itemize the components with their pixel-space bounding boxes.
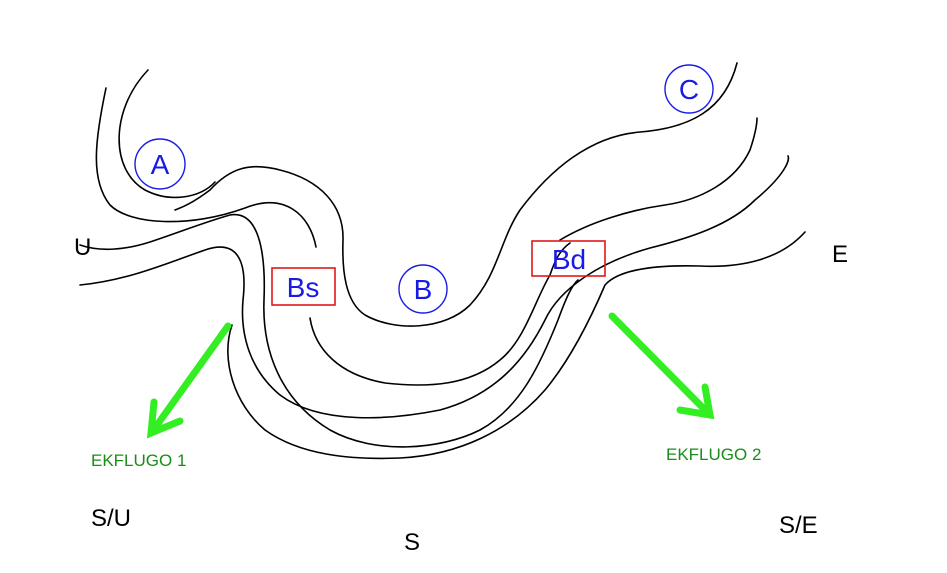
contour-line-7: [309, 242, 571, 386]
contour-line-8: [559, 117, 758, 241]
contour-line-6: [174, 62, 738, 327]
contour-line-2: [118, 69, 216, 199]
box-bs-text: Bs: [287, 272, 320, 303]
circle-a-outline: [134, 138, 186, 190]
contour-line-1: [95, 87, 317, 248]
arrow-2-head: [676, 383, 715, 420]
box-label-bd: Bd: [531, 240, 606, 277]
direction-s: S: [404, 529, 420, 556]
circle-c-outline: [664, 64, 714, 114]
box-bs-outline: [271, 267, 336, 306]
box-bd-outline: [531, 240, 606, 277]
box-label-bs: Bs: [271, 267, 336, 306]
arrow-1-head: [146, 398, 184, 439]
circle-c-text: C: [679, 74, 699, 105]
direction-e: E: [832, 241, 848, 268]
circle-label-a: A: [134, 138, 186, 190]
arrow-2-shaft: [608, 312, 713, 418]
direction-su: S/U: [91, 505, 131, 532]
direction-se: S/E: [779, 512, 818, 539]
contour-line-4: [79, 155, 790, 419]
arrow-ekflugo-1: [146, 322, 232, 439]
circle-b-text: B: [414, 274, 433, 305]
contour-line-5: [227, 231, 806, 460]
circle-a-text: A: [151, 149, 170, 180]
ekflugo-1-label: EKFLUGO 1: [91, 451, 186, 470]
circle-label-b: B: [398, 264, 448, 314]
contour-line-3: [79, 213, 579, 448]
box-bd-text: Bd: [552, 244, 586, 275]
direction-u: U: [74, 234, 91, 261]
ekflugo-2-label: EKFLUGO 2: [666, 445, 761, 464]
circle-label-c: C: [664, 64, 714, 114]
arrow-1-shaft: [148, 322, 232, 436]
arrow-ekflugo-2: [608, 312, 715, 420]
contour-lines: [79, 62, 806, 460]
circle-b-outline: [398, 264, 448, 314]
